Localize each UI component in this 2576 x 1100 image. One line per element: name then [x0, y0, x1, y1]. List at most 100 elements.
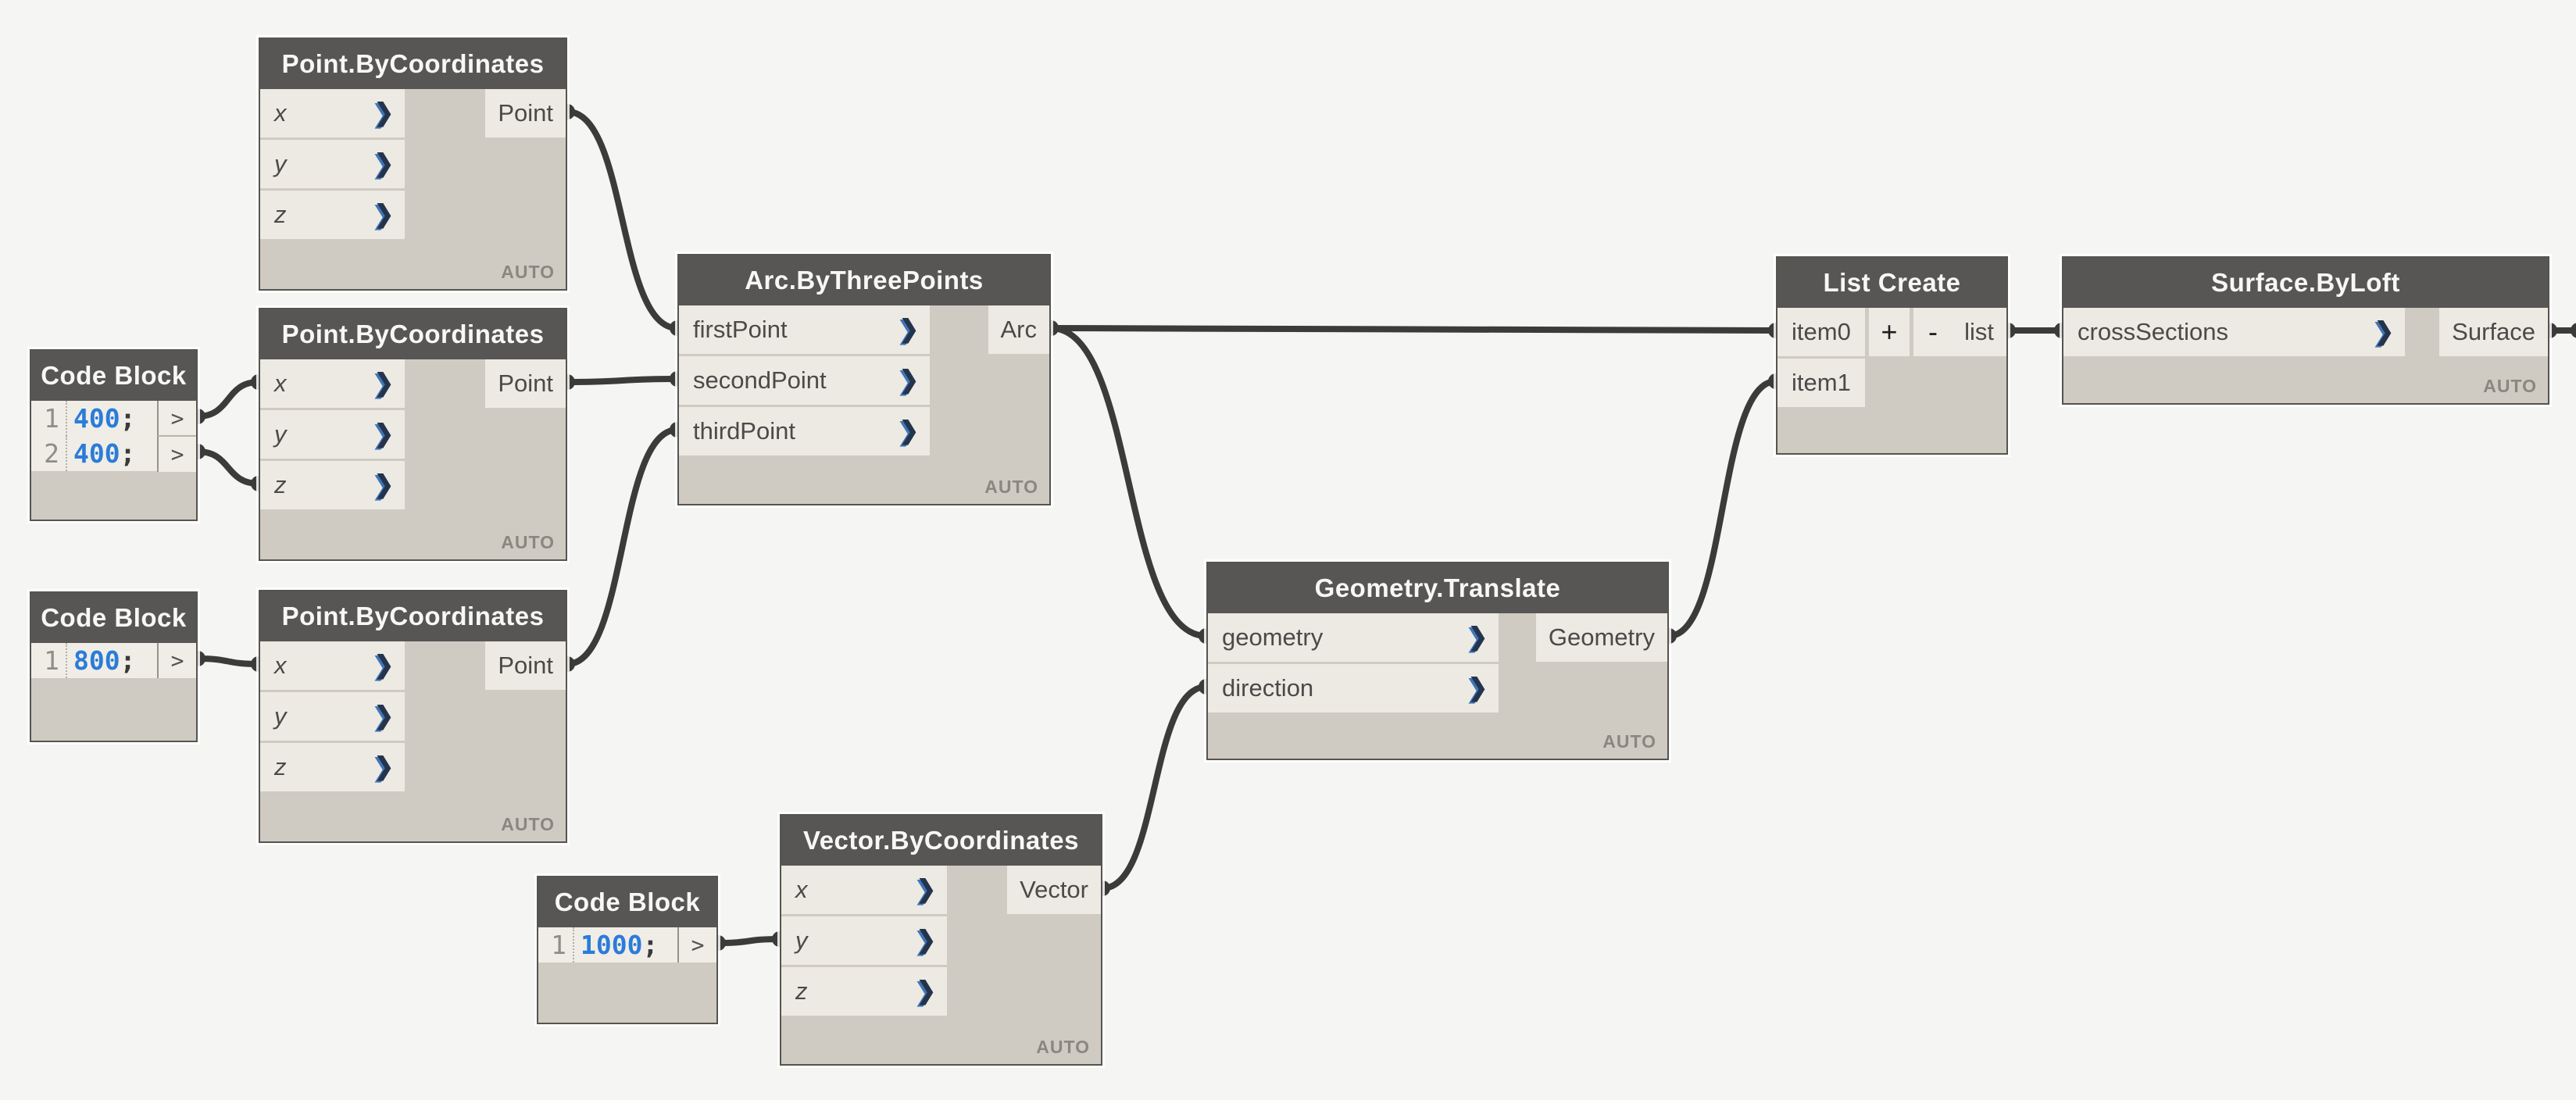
input-port-item0[interactable]: item0 [1777, 308, 1865, 356]
input-port-z[interactable]: z❯ [781, 967, 947, 1016]
input-port-geometry[interactable]: geometry ❯ [1208, 613, 1499, 662]
chevron-right-icon[interactable]: ❯ [899, 316, 919, 343]
code-line-text[interactable]: 400; [66, 436, 157, 471]
wire[interactable] [1048, 325, 1779, 334]
wire[interactable] [195, 379, 262, 420]
chevron-right-icon[interactable]: ❯ [373, 753, 394, 780]
input-port-z[interactable]: z❯ [260, 743, 405, 791]
chevron-right-icon[interactable]: ❯ [916, 876, 936, 903]
wire[interactable] [564, 427, 681, 667]
output-port-Surface[interactable]: Surface [2439, 308, 2548, 356]
chevron-right-icon[interactable]: ❯ [2374, 318, 2394, 345]
input-port-label: geometry [1222, 623, 1324, 651]
output-port-label: Point [498, 652, 553, 679]
wire[interactable] [715, 936, 783, 946]
wire[interactable] [1048, 325, 1209, 639]
port-dot[interactable] [2571, 323, 2576, 338]
output-port[interactable]: > [157, 401, 196, 436]
chevron-right-icon[interactable]: ❯ [373, 99, 394, 127]
node-title-bar[interactable]: Point.ByCoordinates [260, 39, 566, 89]
node-title-bar[interactable]: Code Block [31, 351, 196, 401]
node-title-bar[interactable]: Geometry.Translate [1208, 563, 1667, 613]
chevron-right-icon[interactable]: ❯ [373, 471, 394, 498]
output-port-Arc[interactable]: Arc [988, 305, 1049, 354]
input-port-firstPoint[interactable]: firstPoint❯ [679, 305, 930, 354]
add-item-button[interactable]: + [1869, 308, 1910, 356]
node-title-bar[interactable]: Surface.ByLoft [2063, 258, 2548, 308]
wire[interactable] [1666, 378, 1779, 639]
lacing-badge: AUTO [501, 532, 555, 552]
node-title-bar[interactable]: Code Block [31, 593, 196, 643]
input-port-direction[interactable]: direction❯ [1208, 664, 1499, 712]
chevron-right-icon[interactable]: ❯ [373, 201, 394, 228]
wire[interactable] [195, 448, 262, 487]
input-port-x[interactable]: x❯ [260, 89, 405, 138]
output-port-Point[interactable]: Point [485, 89, 566, 138]
chevron-right-icon[interactable]: ❯ [373, 702, 394, 730]
input-port-z[interactable]: z❯ [260, 191, 405, 239]
output-port[interactable]: > [677, 927, 716, 962]
node-title-bar[interactable]: Point.ByCoordinates [260, 591, 566, 641]
output-port[interactable]: > [157, 435, 196, 472]
input-port-y[interactable]: y❯ [260, 692, 405, 741]
wire[interactable] [564, 109, 681, 331]
chevron-right-icon[interactable]: ❯ [373, 150, 394, 177]
code-line-text[interactable]: 800; [66, 643, 157, 678]
input-port-x[interactable]: x❯ [781, 866, 947, 914]
node-title: Point.ByCoordinates [281, 602, 545, 630]
output-port-Vector[interactable]: Vector [1007, 866, 1101, 914]
chevron-right-icon[interactable]: ❯ [899, 366, 919, 394]
input-port-x[interactable]: x❯ [260, 641, 405, 690]
chevron-right-icon[interactable]: ❯ [373, 420, 394, 448]
output-port[interactable]: > [157, 643, 196, 678]
input-port-item1[interactable]: item1 [1777, 359, 1865, 407]
chevron-right-icon[interactable]: ❯ [373, 652, 394, 679]
node-title-bar[interactable]: List Create [1777, 258, 2006, 308]
wire[interactable] [195, 655, 262, 667]
output-port-Geometry[interactable]: Geometry [1535, 613, 1667, 662]
input-port-y[interactable]: y❯ [260, 410, 405, 459]
chevron-right-icon[interactable]: ❯ [373, 370, 394, 397]
code-line-text[interactable]: 400; [66, 401, 157, 436]
wire[interactable] [1099, 684, 1209, 891]
chevron-right-icon[interactable]: ❯ [899, 417, 919, 445]
wire[interactable] [564, 376, 681, 385]
chevron-right-icon[interactable]: ❯ [916, 977, 936, 1005]
input-port-z[interactable]: z❯ [260, 461, 405, 509]
node-title: Surface.ByLoft [2211, 268, 2400, 297]
node-title-bar[interactable]: Vector.ByCoordinates [781, 816, 1101, 866]
input-port-y[interactable]: y❯ [260, 140, 405, 188]
node-title-bar[interactable]: Point.ByCoordinates [260, 309, 566, 359]
node-title-bar[interactable]: Code Block [538, 877, 716, 927]
input-port-secondPoint[interactable]: secondPoint❯ [679, 356, 930, 405]
code-line-text[interactable]: 1000; [573, 927, 677, 962]
chevron-right-icon[interactable]: ❯ [1467, 623, 1488, 651]
output-port-Point[interactable]: Point [485, 641, 566, 690]
input-port-crossSections[interactable]: crossSections❯ [2063, 308, 2405, 356]
output-port-list[interactable]: list [1952, 308, 2006, 356]
output-port-Point[interactable]: Point [485, 359, 566, 408]
remove-item-button[interactable]: - [1913, 308, 1953, 356]
input-port-y[interactable]: y❯ [781, 916, 947, 965]
input-port-thirdPoint[interactable]: thirdPoint❯ [679, 407, 930, 455]
node-title-bar[interactable]: Arc.ByThreePoints [679, 255, 1049, 305]
chevron-right-icon[interactable]: ❯ [1467, 674, 1488, 702]
input-port-x[interactable]: x❯ [260, 359, 405, 408]
chevron-right-icon[interactable]: ❯ [916, 927, 936, 954]
